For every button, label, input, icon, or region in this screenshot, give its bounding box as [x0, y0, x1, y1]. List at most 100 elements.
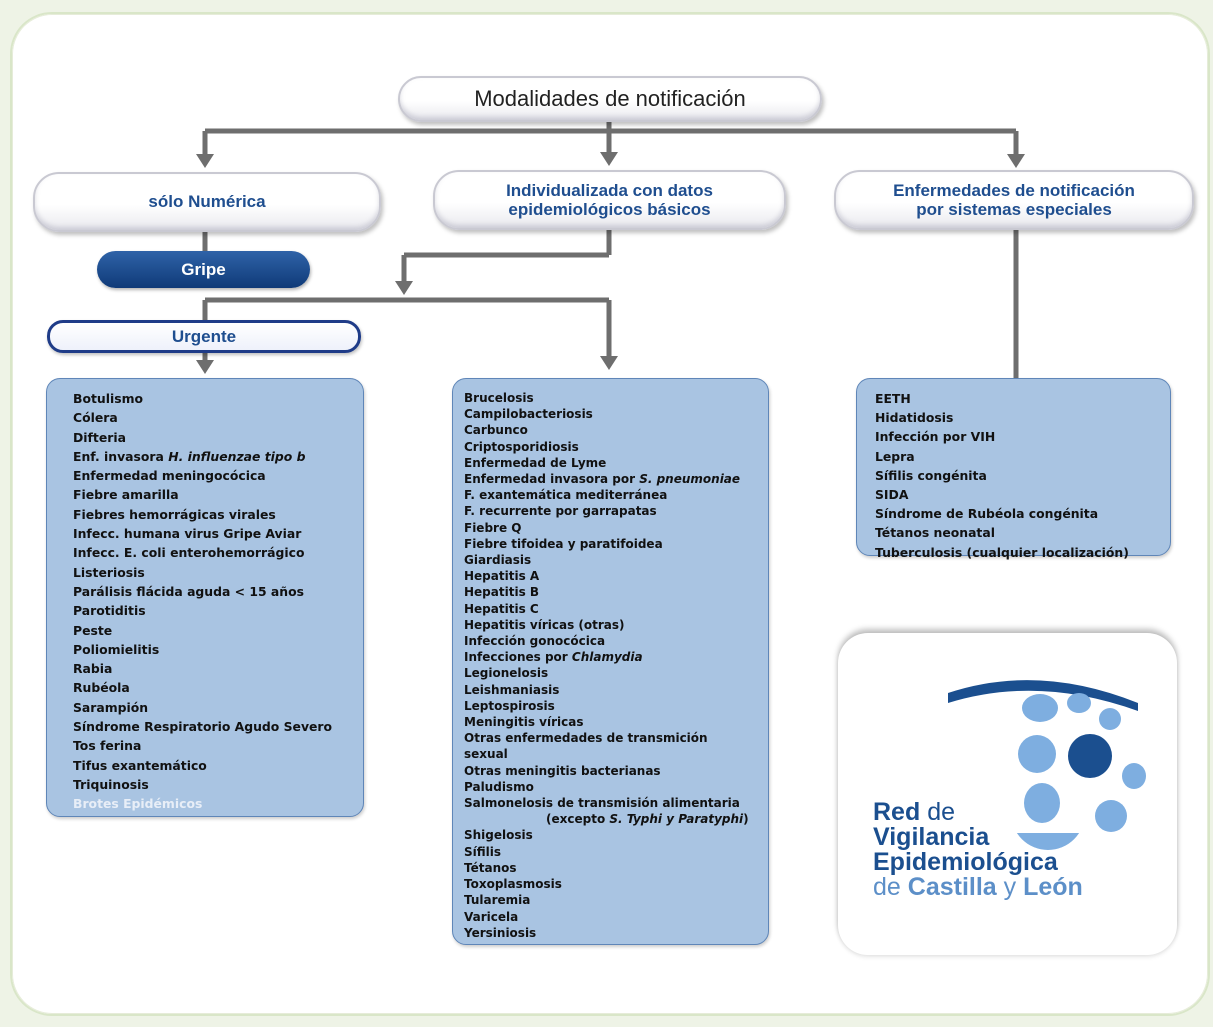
- italic-typhi: S. Typhi y Paratyphi: [609, 812, 744, 827]
- urgent-node: Urgente: [47, 320, 361, 353]
- arrow-title-center: [600, 152, 618, 166]
- list-item: Paludismo: [464, 779, 534, 794]
- list-item: Fiebres hemorrágicas virales: [73, 506, 276, 522]
- individual-label-line2: epidemiológicos básicos: [508, 200, 711, 219]
- list-item: Giardiasis: [464, 553, 532, 568]
- list-item: Yersiniosis: [464, 925, 537, 940]
- closing-paren: ): [743, 812, 749, 827]
- list-item: Triquinosis: [73, 776, 149, 792]
- urgent-disease-list: Botulismo Cólera Difteria Enf. invasora …: [46, 378, 364, 817]
- logo-word-leon: León: [1023, 873, 1083, 901]
- diagram-title: Modalidades de notificación: [474, 86, 746, 111]
- urgent-label: Urgente: [171, 326, 237, 346]
- list-item: Sífilis congénita: [875, 467, 987, 483]
- list-item: Rubéola: [73, 680, 130, 696]
- logo-mark-icon: [948, 680, 1146, 832]
- logo-word-y: y: [1003, 873, 1017, 901]
- logo-word-castilla: Castilla: [907, 873, 997, 901]
- arrow-urgent-list: [196, 360, 214, 374]
- list-item-text: Enf. invasora: [73, 448, 169, 464]
- logo-line1: Red de: [873, 800, 1173, 825]
- list-item: F. recurrente por garrapatas: [464, 504, 657, 519]
- list-item: Enfermedad meningocócica: [73, 468, 266, 484]
- list-item: Tifus exantemático: [73, 757, 207, 773]
- list-item: Shigelosis: [464, 828, 533, 843]
- list-item: Poliomielitis: [73, 641, 160, 657]
- list-item: Infecc. humana virus Gripe Aviar: [73, 526, 302, 542]
- list-item-outbreaks: Brotes Epidémicos: [73, 796, 203, 812]
- special-node: Enfermedades de notificación por sistema…: [834, 170, 1194, 230]
- arrow-special: [1007, 154, 1025, 168]
- gripe-node: Gripe: [97, 251, 310, 288]
- list-item-text: Enfermedad invasora por: [464, 472, 640, 487]
- logo-wordmark: Red de Vigilancia Epidemiológica de Cast…: [873, 800, 1173, 900]
- italic-pneumoniae: S. pneumoniae: [639, 472, 741, 487]
- list-item: Hepatitis víricas (otras): [464, 617, 625, 632]
- list-item: Hepatitis C: [464, 601, 539, 616]
- numeric-label: sólo Numérica: [148, 192, 266, 211]
- list-item: Tos ferina: [73, 738, 142, 754]
- list-item: Sarampión: [73, 699, 149, 715]
- list-item: Otras enfermedades de transmición: [464, 731, 708, 746]
- list-item: Toxoplasmosis: [464, 877, 562, 892]
- list-item: Criptosporidiosis: [464, 439, 579, 454]
- list-item: Varicela: [464, 909, 519, 924]
- individual-disease-list: Brucelosis Campilobacteriosis Carbunco C…: [452, 378, 769, 945]
- list-item: Leptospirosis: [464, 698, 555, 713]
- list-item: SIDA: [875, 487, 909, 503]
- list-item: Tuberculosis (cualquier localización): [875, 544, 1129, 560]
- logo-line3: Epidemiológica: [873, 848, 1058, 876]
- arrow-individual-list: [600, 356, 618, 370]
- list-item: Fiebre Q: [464, 520, 522, 535]
- list-item: sexual: [464, 747, 508, 762]
- special-label-line1: Enfermedades de notificación: [893, 181, 1135, 200]
- numeric-node: sólo Numérica: [33, 172, 381, 232]
- list-item: Infección gonocócica: [464, 634, 606, 649]
- logo-arc: [948, 680, 1138, 711]
- list-item: Infecc. E. coli enterohemorrágico: [73, 545, 305, 561]
- list-item-text: (excepto: [546, 812, 610, 827]
- list-item: Difteria: [73, 429, 126, 445]
- list-item: Hepatitis A: [464, 569, 540, 584]
- list-item: Cólera: [73, 410, 118, 426]
- list-item: Hepatitis B: [464, 585, 540, 600]
- list-item: Botulismo: [73, 391, 143, 406]
- logo-word-de: de: [927, 798, 955, 826]
- arrow-numeric: [196, 154, 214, 168]
- list-item: Brucelosis: [464, 391, 534, 405]
- italic-chlamydia: Chlamydia: [571, 650, 643, 665]
- individual-label-line1: Individualizada con datos: [506, 181, 713, 200]
- logo-word-red: Red: [873, 798, 921, 826]
- list-item: Fiebre tifoidea y paratifoidea: [464, 536, 663, 551]
- list-item: Parotiditis: [73, 603, 146, 619]
- list-item-text: Infecciones por: [464, 650, 572, 665]
- list-item: Salmonelosis de transmisión alimentaria: [464, 796, 740, 811]
- list-item: Fiebre amarilla: [73, 487, 179, 503]
- list-item: EETH: [875, 391, 911, 406]
- list-item: Enfermedad invasora por S. pneumoniae: [464, 471, 768, 487]
- list-item: Enfermedad de Lyme: [464, 455, 607, 470]
- list-item: (excepto S. Typhi y Paratyphi): [464, 811, 768, 827]
- list-item: Hidatidosis: [875, 410, 954, 426]
- logo-big-dot-icon: [1016, 833, 1080, 850]
- gripe-label: Gripe: [181, 259, 226, 279]
- list-item: Carbunco: [464, 423, 528, 438]
- list-item: Legionelosis: [464, 666, 549, 681]
- list-item: Leishmaniasis: [464, 682, 560, 697]
- special-label-line2: por sistemas especiales: [916, 200, 1112, 219]
- list-item: Síndrome Respiratorio Agudo Severo: [73, 719, 333, 735]
- logo-line2: Vigilancia: [873, 823, 990, 851]
- list-item: Rabia: [73, 661, 113, 677]
- list-item: Listeriosis: [73, 564, 145, 580]
- individual-node: Individualizada con datos epidemiológico…: [433, 170, 786, 230]
- list-item: Parálisis flácida aguda < 15 años: [73, 583, 304, 599]
- list-item: Infecciones por Chlamydia: [464, 649, 768, 665]
- list-item: Otras meningitis bacterianas: [464, 763, 661, 778]
- arrow-split: [395, 281, 413, 295]
- logo-word-de2: de: [873, 873, 901, 901]
- list-item: Síndrome de Rubéola congénita: [875, 506, 1099, 522]
- title-pill: Modalidades de notificación: [398, 76, 822, 122]
- list-item: Lepra: [875, 448, 915, 464]
- logo-dark-dot: [1068, 734, 1112, 778]
